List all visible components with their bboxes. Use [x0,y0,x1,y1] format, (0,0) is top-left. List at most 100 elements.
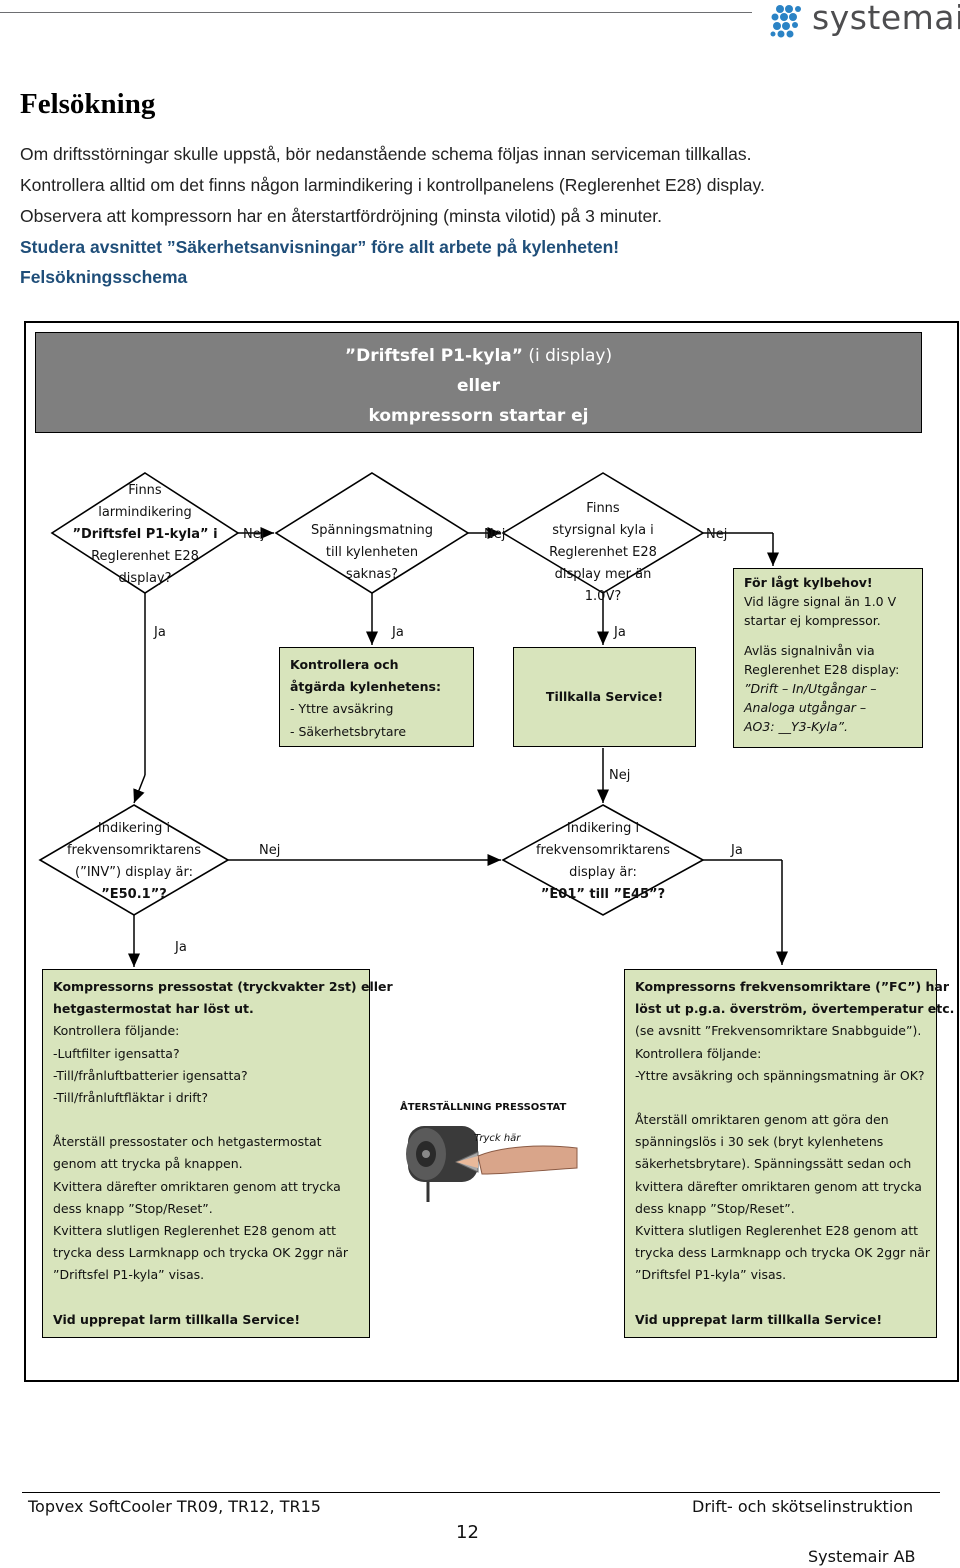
header-or: eller [456,376,501,396]
inverter-line: (se avsnitt ”Frekvensomriktare Snabbguid… [635,1023,922,1039]
flowchart-frame [24,321,959,1382]
inverter-line: trycka dess Larmknapp och trycka OK 2ggr… [635,1245,931,1261]
illustration-press-label: Tryck här [474,1133,521,1144]
decision-5-line: Indikering i [566,821,640,836]
intro-line-3: Observera att kompressorn har en återsta… [20,206,662,226]
inverter-line: ”Driftsfel P1-kyla” visas. [635,1267,787,1283]
pressostat-line: Vid upprepat larm tillkalla Service! [53,1311,301,1327]
decision-1-line: display? [118,571,172,586]
low-demand-line: Avläs signalnivån via [744,643,875,658]
action-box-check-power: Kontrollera och åtgärda kylenhetens: - Y… [279,647,474,747]
illustration-caption: ÅTERSTÄLLNING PRESSOSTAT [400,1102,567,1113]
footer-company: Systemair AB [808,1547,916,1566]
pressostat-line: Kompressorns pressostat (tryckvakter 2st… [53,979,393,994]
decision-5-line: display är: [569,865,637,880]
pressostat-line: -Till/frånluftbatterier igensatta? [53,1067,248,1083]
decision-3-text: Finns styrsignal kyla i Reglerenhet E28 … [523,498,683,608]
check-power-line: åtgärda kylenhetens: [290,679,441,695]
inverter-line: löst ut p.g.a. överström, övertemperatur… [635,1001,955,1017]
header-rule [0,12,752,13]
pressostat-line: genom att trycka på knappen. [53,1156,243,1172]
decision-2-text: Spänningsmatning till kylenheten saknas? [292,520,452,586]
low-demand-line: För lågt kylbehov! [744,575,873,590]
decision-diamond-5 [501,804,705,916]
decision-5-line: frekvensomriktarens [535,843,671,858]
check-power-line: Kontrollera och [290,657,399,672]
inverter-line: säkerhetsbrytare). Spänningssätt sedan o… [635,1156,912,1172]
decision-2-line: till kylenheten [325,545,419,560]
decision-1-line: Reglerenhet E28 [91,549,199,564]
pressostat-line: dess knapp ”Stop/Reset”. [53,1200,213,1216]
header-fault-suffix: (i display) [522,346,613,366]
decision-2-line: Spänningsmatning [311,523,433,538]
info-box-low-demand: För lågt kylbehov! Vid lägre signal än 1… [733,568,923,748]
pressostat-button-icon [406,1126,578,1202]
inverter-line: dess knapp ”Stop/Reset”. [635,1200,795,1216]
pressostat-line: Återställ pressostater och hetgastermost… [53,1134,322,1150]
decision-4-line: frekvensomriktarens [66,843,202,858]
decision-5-line: ”E01” till ”E45”? [540,887,666,902]
inverter-line: kvittera därefter omriktaren genom att t… [635,1178,922,1194]
header-fault-name: ”Driftsfel P1-kyla” [344,346,523,366]
decision-5-text: Indikering i frekvensomriktarens display… [523,818,683,906]
decision-4-line: (”INV”) display är: [75,865,193,880]
pressostat-line: Kvittera slutligen Reglerenhet E28 genom… [53,1223,337,1239]
footer-product: Topvex SoftCooler TR09, TR12, TR15 [28,1497,321,1516]
decision-3-line: 1.0V? [584,589,622,604]
decision-3-line: styrsignal kyla i [552,523,654,538]
decision-3-line: Reglerenhet E28 [549,545,657,560]
action-box-inverter: Kompressorns frekvensomriktare (”FC”) ha… [624,969,955,1338]
pressostat-line: Kontrollera följande: [53,1023,180,1039]
label-yes-5: Ja [731,843,743,858]
pressostat-line: Kvittera därefter omriktaren genom att t… [53,1178,341,1194]
inverter-line: Återställ omriktaren genom att göra den [635,1112,889,1128]
pressostat-line: -Till/frånluftfläktar i drift? [53,1090,208,1106]
footer-doc-type: Drift- och skötselinstruktion [692,1497,914,1516]
footer-rule [22,1492,940,1493]
inverter-line: Kompressorns frekvensomriktare (”FC”) ha… [635,979,950,994]
decision-4-line: Indikering i [97,821,171,836]
brand-logo-text: systemair [812,0,960,37]
inverter-line: Kvittera slutligen Reglerenhet E28 genom… [635,1223,919,1239]
label-yes-3: Ja [614,625,626,640]
decision-4-text: Indikering i frekvensomriktarens (”INV”)… [54,818,214,906]
label-no-3: Nej [706,527,728,542]
decision-3-line: display mer än [554,567,652,582]
decision-1-text: Finns larmindikering ”Driftsfel P1-kyla”… [65,480,225,590]
pressostat-reset-illustration: ÅTERSTÄLLNING PRESSOSTAT Tryck här [392,1096,582,1206]
inverter-line: Kontrollera följande: [635,1045,762,1061]
call-service-text: Tillkalla Service! [545,688,664,704]
action-box-call-service: Tillkalla Service! [513,647,696,747]
label-no-1: Nej [243,527,265,542]
label-yes-4: Ja [175,940,187,955]
low-demand-line: ”Drift – In/Utgångar – [744,681,877,696]
check-power-line: - Säkerhetsbrytare [290,723,407,739]
safety-warning: Studera avsnittet ”Säkerhetsanvisningar”… [20,237,620,257]
flowchart-header: ”Driftsfel P1-kyla” (i display) eller ko… [35,332,922,433]
header-compressor: kompressorn startar ej [368,406,589,426]
intro-line-2: Kontrollera alltid om det finns någon la… [20,175,765,195]
label-yes-2: Ja [392,625,404,640]
inverter-line: -Yttre avsäkring och spänningsmatning är… [635,1067,925,1083]
low-demand-line: AO3: __Y3-Kyla”. [744,719,848,734]
schema-heading: Felsökningsschema [20,267,188,287]
low-demand-line: Analoga utgångar – [744,700,867,715]
action-box-pressostat: Kompressorns pressostat (tryckvakter 2st… [42,969,393,1338]
decision-3-line: Finns [586,501,620,516]
decision-4-line: ”E50.1”? [101,887,167,902]
pressostat-line: -Luftfilter igensatta? [53,1045,180,1061]
decision-1-line: larmindikering [98,505,192,520]
low-demand-line: Reglerenhet E28 display: [744,662,900,677]
pressostat-line: hetgastermostat har löst ut. [53,1001,254,1017]
page-number: 12 [456,1522,479,1543]
decision-1-line: Finns [128,483,162,498]
inverter-line: Vid upprepat larm tillkalla Service! [635,1311,883,1327]
systemair-logo-icon [770,5,801,38]
decision-2-line: saknas? [345,567,399,582]
pressostat-line: trycka dess Larmknapp och trycka OK 2ggr… [53,1245,349,1261]
page-title: Felsökning [20,88,156,120]
label-no-2: Nej [484,527,506,542]
label-no-4: Nej [259,843,281,858]
check-power-line: - Yttre avsäkring [290,701,394,717]
